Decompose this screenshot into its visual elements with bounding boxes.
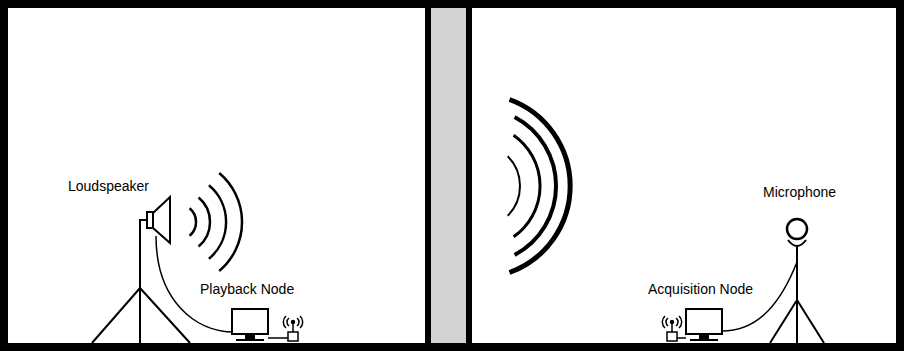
part-label: Loudspeaker [68,178,149,194]
wall-edge [466,8,472,343]
wall-fill [431,8,466,343]
speaker-tripod [92,220,190,343]
acquisition-computer [677,309,722,340]
wall-edge [425,8,431,343]
playback-computer [232,309,288,340]
transmitted-waves [508,100,570,273]
microphone-stand [770,240,824,343]
part-label: Playback Node [200,281,294,297]
part-label: Acquisition Node [648,281,753,297]
part-label: Microphone [763,184,836,200]
sound-waves [190,173,242,271]
acquisition-antenna [662,316,681,341]
room-frame [4,4,900,347]
microphone-capsule [787,219,807,239]
playback-antenna [283,316,302,341]
